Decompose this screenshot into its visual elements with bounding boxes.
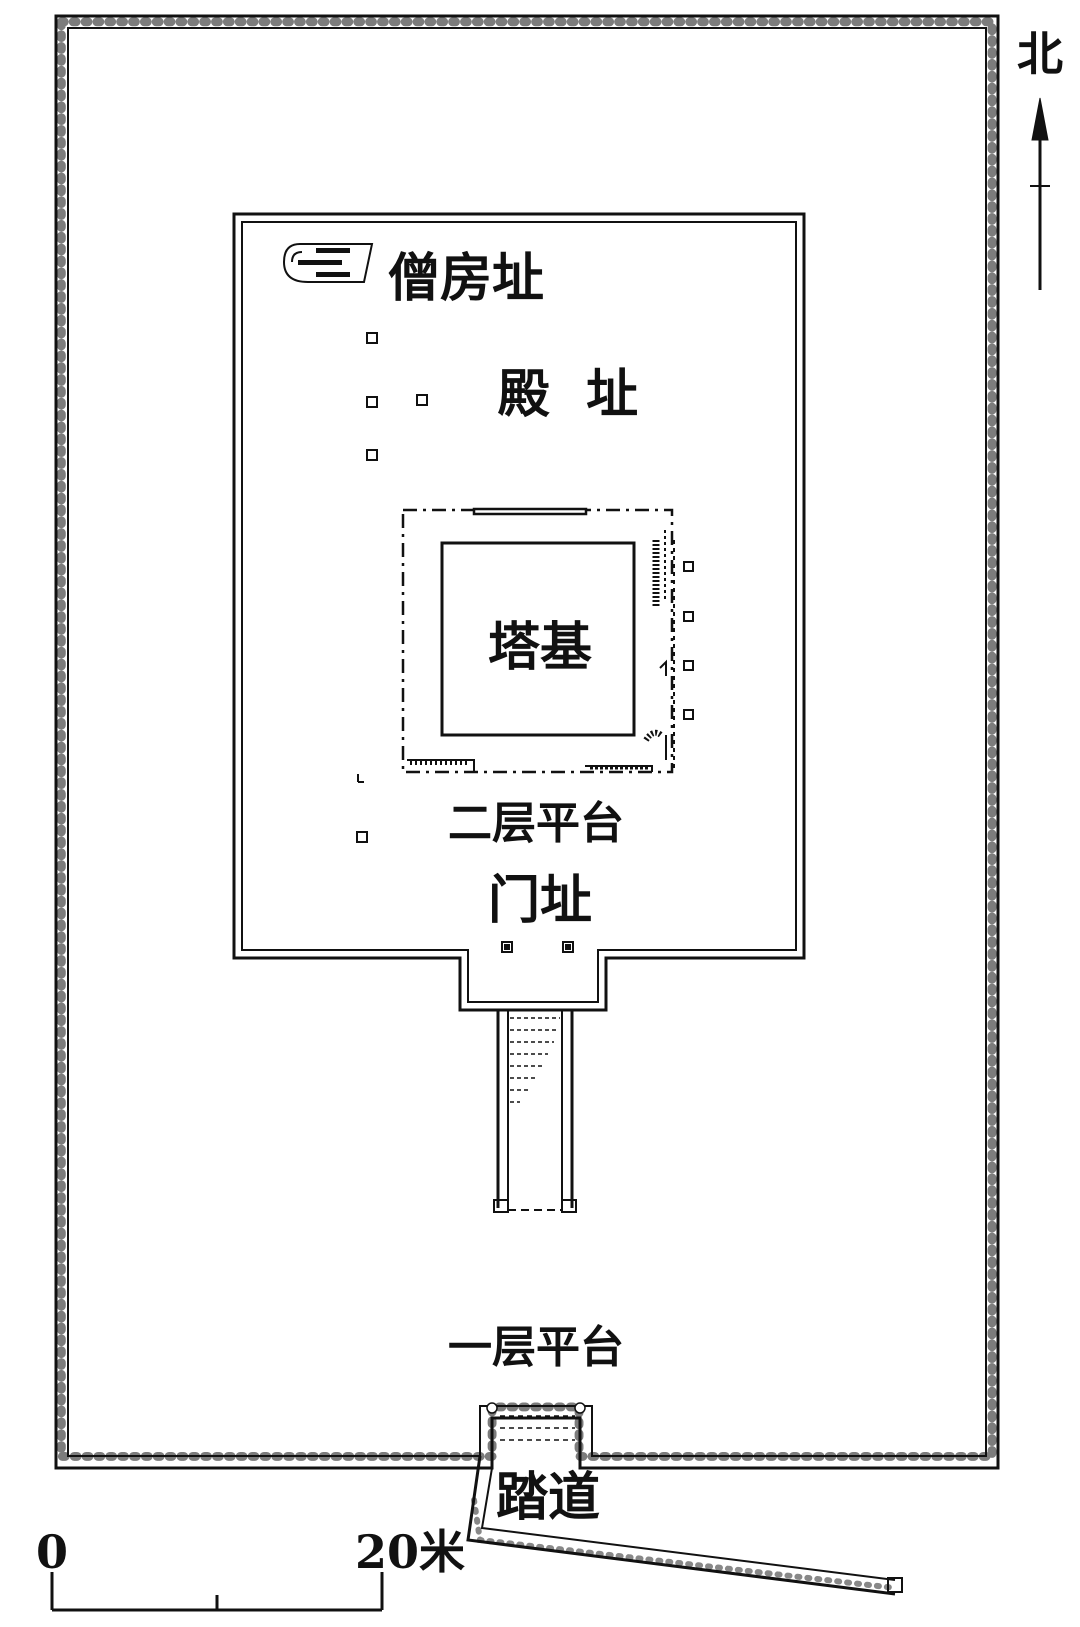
hall-post-holes (356, 332, 428, 843)
pagoda-base-label: 塔基 (488, 617, 592, 678)
scale-start-label: 0 (36, 1525, 68, 1579)
gate-passage-hatch (510, 1017, 560, 1103)
north-label: 北 (1017, 27, 1063, 81)
outer-wall (54, 14, 1000, 1470)
platform-two-label: 二层平台 (448, 798, 624, 849)
hall-label: 殿 址 (498, 364, 638, 425)
monk-quarters-remains (282, 243, 374, 283)
pagoda-east-remains (643, 530, 694, 772)
ramp-label: 踏道 (496, 1467, 600, 1528)
pagoda-base (440, 541, 636, 737)
north-arrow (1030, 97, 1050, 290)
inner-wall (232, 212, 806, 1012)
platform-one-label: 一层平台 (448, 1322, 624, 1373)
ramp-opening-hatch (486, 1402, 586, 1441)
gate-passage (493, 1010, 577, 1213)
scale-bar (50, 1572, 384, 1612)
gate-label: 门址 (488, 870, 592, 931)
monk-quarters-label: 僧房址 (388, 248, 544, 309)
scale-end-label: 20米 (355, 1525, 465, 1579)
ramp-path (466, 1455, 903, 1596)
pagoda-perimeter (401, 507, 674, 774)
gate-post-holes (501, 941, 574, 953)
